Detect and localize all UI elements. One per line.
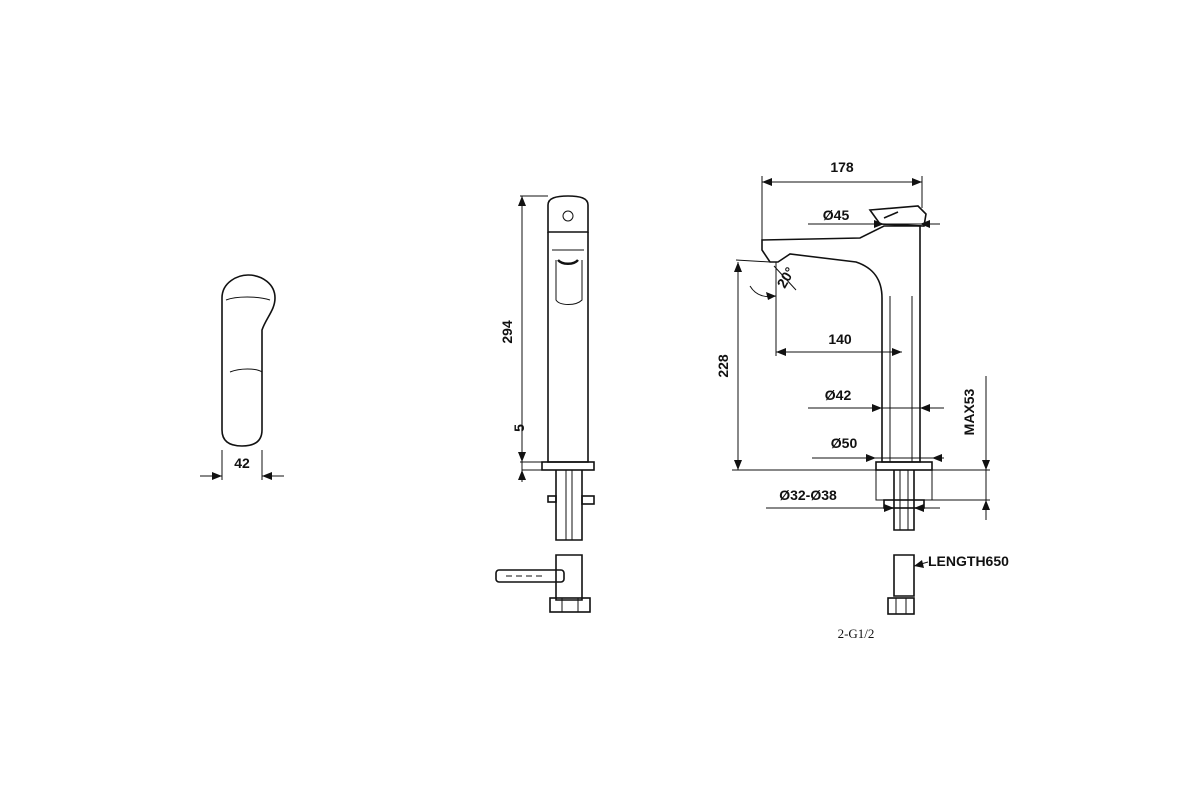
dim-spout-angle: 20°	[773, 264, 797, 290]
profile-hose-nut	[887, 597, 915, 615]
dim-side-height: 294	[499, 320, 515, 344]
profile-body	[761, 225, 921, 463]
profile-countertop-left	[875, 469, 895, 501]
dim-side-base: 5	[511, 424, 527, 432]
side-view: 294 5	[495, 195, 595, 613]
dim-base-diameter: Ø50	[831, 435, 858, 451]
dim-spout-reach: 140	[828, 331, 852, 347]
label-hose-length: LENGTH650	[928, 553, 1009, 569]
dim-spout-height: 228	[715, 354, 731, 378]
side-view-lever	[547, 195, 589, 233]
dim-cartridge-diameter: Ø45	[823, 207, 850, 223]
side-view-shank	[555, 470, 583, 541]
dim-hole-diameter: Ø32-Ø38	[779, 487, 837, 503]
front-view-handle	[221, 274, 276, 447]
label-thread-size: 2-G1/2	[838, 626, 875, 641]
side-view-nut	[549, 597, 591, 613]
side-view-base-plate	[541, 461, 595, 471]
profile-view: 178 Ø45 20° 228 140 Ø42 Ø50	[715, 159, 1009, 641]
front-view: 42	[200, 274, 284, 480]
side-view-hose-elbow	[555, 554, 583, 601]
dim-overall-width: 178	[830, 159, 854, 175]
profile-hose	[893, 554, 915, 597]
profile-lever	[868, 205, 927, 227]
side-view-hose	[495, 569, 565, 583]
profile-base	[875, 461, 933, 471]
front-view-body-edge	[229, 368, 263, 373]
profile-countertop-right	[913, 469, 933, 501]
front-view-lever-top	[225, 296, 271, 301]
dim-front-width: 42	[234, 455, 250, 471]
side-view-indicator	[562, 210, 574, 222]
dim-body-diameter: Ø42	[825, 387, 852, 403]
side-view-spout-shadow	[555, 260, 583, 305]
side-view-aerator	[557, 259, 579, 265]
dim-mount-thickness: MAX53	[961, 388, 977, 435]
